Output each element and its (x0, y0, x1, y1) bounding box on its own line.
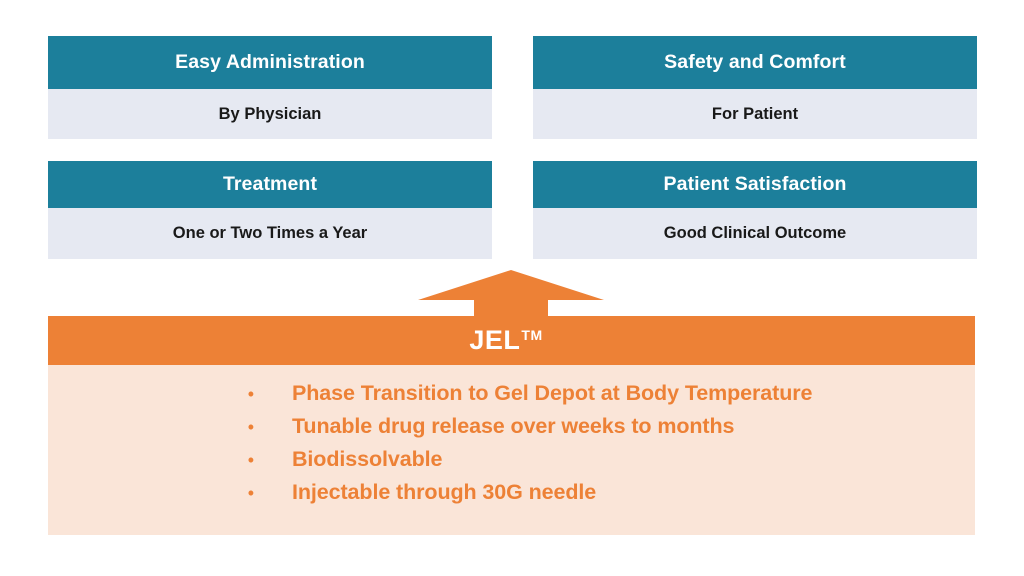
benefit-card-patient-satisfaction: Patient Satisfaction Good Clinical Outco… (533, 161, 977, 259)
bullet-icon: • (247, 450, 254, 470)
list-item: • Phase Transition to Gel Depot at Body … (48, 381, 975, 416)
trademark-symbol: TM (521, 327, 543, 343)
product-feature-list: • Phase Transition to Gel Depot at Body … (48, 365, 975, 535)
benefit-card-safety-and-comfort: Safety and Comfort For Patient (533, 36, 977, 139)
bullet-icon: • (247, 417, 254, 437)
feature-text: Phase Transition to Gel Depot at Body Te… (292, 381, 813, 405)
list-item: • Tunable drug release over weeks to mon… (48, 414, 975, 449)
feature-text: Tunable drug release over weeks to month… (292, 414, 735, 438)
benefit-card-treatment: Treatment One or Two Times a Year (48, 161, 492, 259)
list-item: • Injectable through 30G needle (48, 480, 975, 515)
card-detail: Good Clinical Outcome (533, 208, 977, 259)
card-title: Treatment (48, 161, 492, 208)
up-arrow-icon (418, 270, 604, 318)
list-item: • Biodissolvable (48, 447, 975, 482)
card-detail: One or Two Times a Year (48, 208, 492, 259)
bullet-icon: • (247, 483, 254, 503)
bullet-icon: • (247, 384, 254, 404)
feature-text: Injectable through 30G needle (292, 480, 597, 504)
card-title: Safety and Comfort (533, 36, 977, 89)
card-title: Easy Administration (48, 36, 492, 89)
card-title: Patient Satisfaction (533, 161, 977, 208)
benefit-card-easy-administration: Easy Administration By Physician (48, 36, 492, 139)
product-name: JEL (469, 325, 521, 355)
feature-text: Biodissolvable (292, 447, 443, 471)
card-detail: By Physician (48, 89, 492, 139)
up-arrow-shape (418, 270, 604, 318)
card-detail: For Patient (533, 89, 977, 139)
